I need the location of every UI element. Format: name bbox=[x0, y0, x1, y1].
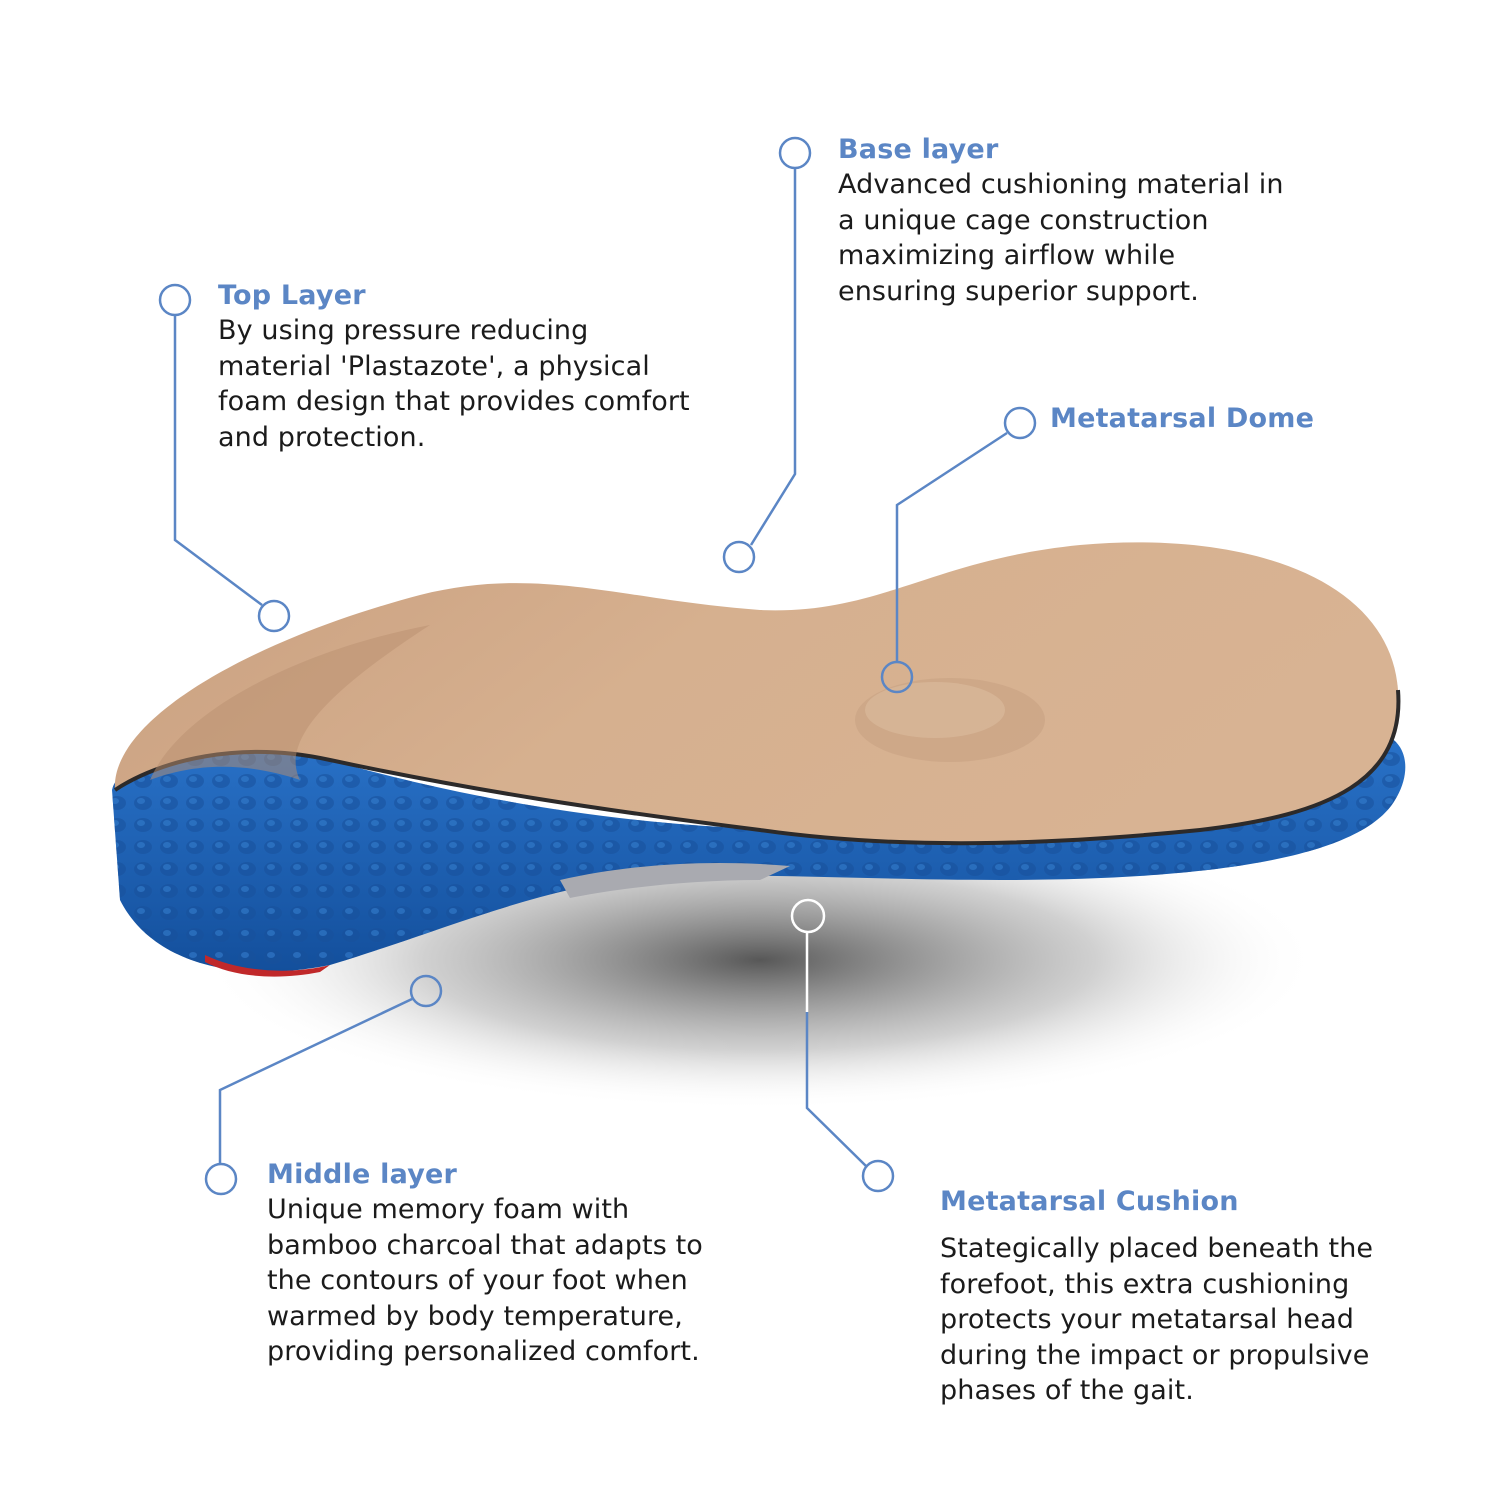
middle-layer-connector bbox=[218, 997, 413, 1164]
callout-title: Middle layer bbox=[267, 1159, 458, 1190]
base-layer-anchor-icon bbox=[778, 136, 812, 170]
shank-plate bbox=[560, 862, 790, 898]
callout-metatarsal-cushion: Metatarsal Cushion Stategically placed b… bbox=[940, 1185, 1373, 1409]
metatarsal-cushion-connector bbox=[805, 1012, 867, 1167]
top-layer-connector bbox=[173, 315, 263, 607]
metatarsal-dome-anchor-icon bbox=[1003, 406, 1037, 440]
callout-description: Stategically placed beneath the forefoot… bbox=[940, 1233, 1374, 1406]
callout-title: Base layer bbox=[838, 134, 999, 165]
callout-description: Unique memory foam with bamboo charcoal … bbox=[267, 1194, 703, 1367]
callout-title: Top Layer bbox=[218, 280, 366, 311]
middle-layer-marker-icon bbox=[409, 974, 443, 1008]
callout-base-layer: Base layer Advanced cushioning material … bbox=[838, 133, 1284, 309]
callout-description: Advanced cushioning material in a unique… bbox=[838, 169, 1284, 307]
metatarsal-dome-marker-icon bbox=[880, 660, 914, 694]
callout-title: Metatarsal Cushion bbox=[940, 1186, 1239, 1217]
callout-metatarsal-dome: Metatarsal Dome bbox=[1050, 402, 1314, 436]
base-layer-connector bbox=[749, 168, 797, 546]
top-layer-shape bbox=[114, 542, 1399, 844]
metatarsal-cushion-anchor-icon bbox=[861, 1159, 895, 1193]
middle-layer-anchor-icon bbox=[204, 1162, 238, 1196]
callout-description: By using pressure reducing material 'Pla… bbox=[218, 315, 690, 453]
callout-top-layer: Top Layer By using pressure reducing mat… bbox=[218, 279, 690, 455]
heel-accent bbox=[205, 955, 330, 977]
top-layer-anchor-icon bbox=[158, 283, 192, 317]
metatarsal-dome-connector bbox=[895, 431, 1008, 662]
callout-middle-layer: Middle layer Unique memory foam with bam… bbox=[267, 1158, 703, 1370]
base-layer-marker-icon bbox=[722, 540, 756, 574]
top-layer-marker-icon bbox=[257, 599, 291, 633]
callout-title: Metatarsal Dome bbox=[1050, 403, 1315, 434]
